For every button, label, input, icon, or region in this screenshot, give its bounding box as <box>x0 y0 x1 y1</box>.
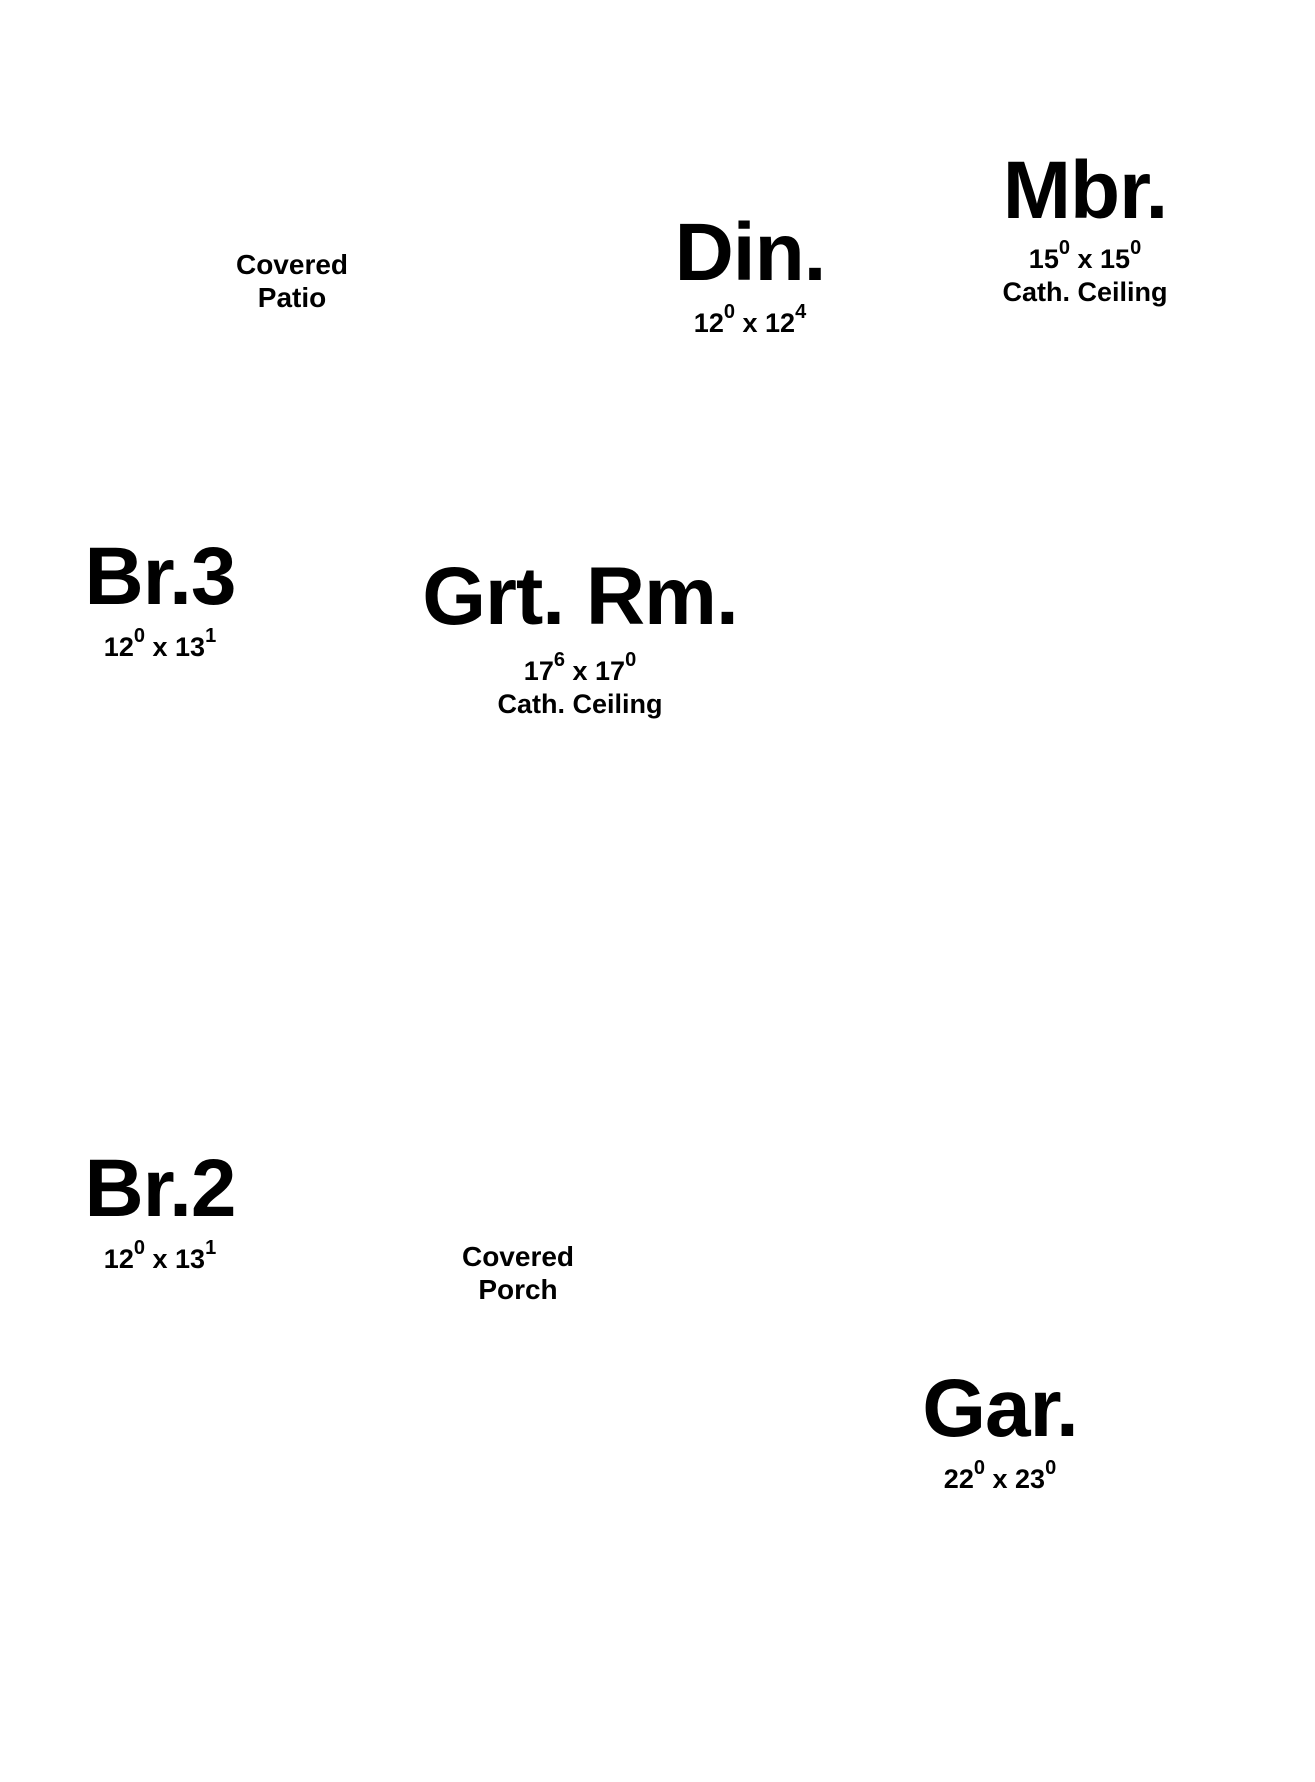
room-bedroom-3-height-inches: 1 <box>205 625 217 647</box>
room-dining-width: 12 <box>693 308 724 338</box>
room-master-bedroom-height: 15 <box>1100 244 1131 274</box>
room-bedroom-3-name: Br.3 <box>84 531 237 622</box>
room-great-room-name: Grt. Rm. <box>422 551 738 642</box>
room-master-bedroom-note: Cath. Ceiling <box>1002 277 1168 307</box>
room-garage-height-inches: 0 <box>1045 1457 1057 1479</box>
room-master-bedroom: Mbr. 150 x 150 Cath. Ceiling <box>975 150 1195 306</box>
room-bedroom-2-height-inches: 1 <box>205 1237 217 1259</box>
room-great-room-note: Cath. Ceiling <box>497 689 663 719</box>
room-garage-name: Gar. <box>922 1363 1079 1454</box>
room-garage-width: 22 <box>943 1464 974 1494</box>
covered-porch-line1: Covered <box>461 1241 575 1272</box>
room-garage-height: 23 <box>1015 1464 1046 1494</box>
room-bedroom-2-height: 13 <box>175 1244 206 1274</box>
room-master-bedroom-times: x <box>1077 244 1093 274</box>
room-garage-times: x <box>992 1464 1008 1494</box>
room-great-room-height: 17 <box>595 656 626 686</box>
room-great-room-width-inches: 6 <box>553 649 565 671</box>
room-dining-name: Din. <box>674 207 827 298</box>
room-bedroom-2-name: Br.2 <box>84 1143 237 1234</box>
room-great-room: Grt. Rm. 176 x 170 Cath. Ceiling <box>405 556 755 718</box>
room-master-bedroom-height-inches: 0 <box>1130 237 1142 259</box>
room-great-room-times: x <box>572 656 588 686</box>
covered-patio-line2: Patio <box>257 282 327 313</box>
room-bedroom-2-width: 12 <box>103 1244 134 1274</box>
room-bedroom-3-times: x <box>152 632 168 662</box>
room-master-bedroom-name: Mbr. <box>1002 145 1169 236</box>
room-bedroom-2-width-inches: 0 <box>133 1237 145 1259</box>
room-garage: Gar. 220 x 230 <box>885 1368 1115 1493</box>
room-dining-height-inches: 4 <box>795 301 807 323</box>
room-dining-dimensions: 120 x 124 <box>640 302 860 338</box>
room-dining-times: x <box>742 308 758 338</box>
room-master-bedroom-width-inches: 0 <box>1058 237 1070 259</box>
room-garage-width-inches: 0 <box>973 1457 985 1479</box>
room-bedroom-3-height: 13 <box>175 632 206 662</box>
room-great-room-dimensions: 176 x 170 <box>405 650 755 686</box>
room-bedroom-2-times: x <box>152 1244 168 1274</box>
room-bedroom-2-dimensions: 120 x 131 <box>55 1238 265 1274</box>
room-great-room-width: 17 <box>523 656 554 686</box>
room-bedroom-3-dimensions: 120 x 131 <box>55 626 265 662</box>
room-bedroom-2: Br.2 120 x 131 <box>55 1148 265 1273</box>
covered-patio-label: Covered Patio <box>222 248 362 314</box>
room-master-bedroom-width: 15 <box>1028 244 1059 274</box>
room-bedroom-3-width-inches: 0 <box>133 625 145 647</box>
room-dining-width-inches: 0 <box>723 301 735 323</box>
room-garage-dimensions: 220 x 230 <box>885 1458 1115 1494</box>
room-great-room-height-inches: 0 <box>625 649 637 671</box>
room-bedroom-3-width: 12 <box>103 632 134 662</box>
room-dining: Din. 120 x 124 <box>640 212 860 337</box>
room-bedroom-3: Br.3 120 x 131 <box>55 536 265 661</box>
room-dining-height: 12 <box>765 308 796 338</box>
covered-patio-line1: Covered <box>235 249 349 280</box>
room-master-bedroom-dimensions: 150 x 150 <box>975 238 1195 274</box>
covered-porch-label: Covered Porch <box>448 1240 588 1306</box>
covered-porch-line2: Porch <box>478 1274 558 1305</box>
